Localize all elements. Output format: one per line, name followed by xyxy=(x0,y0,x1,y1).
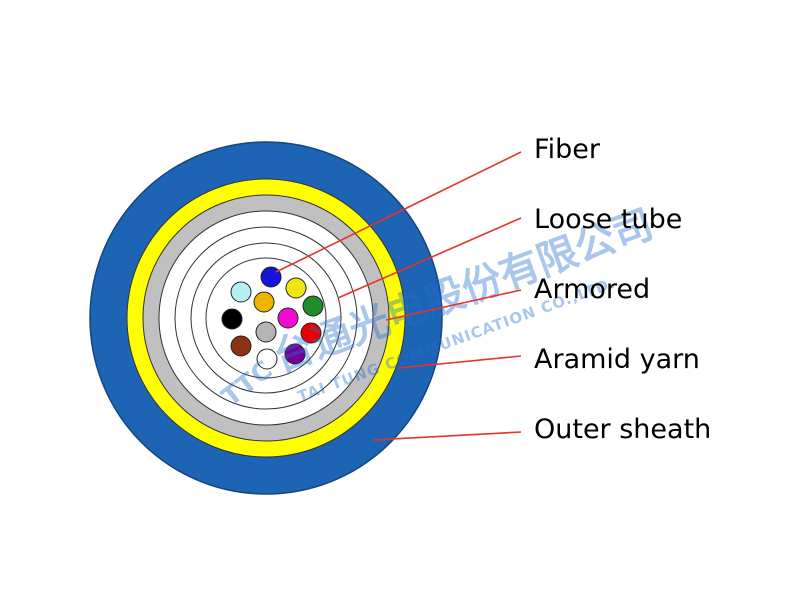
fiber-10 xyxy=(253,291,275,313)
fiber-9 xyxy=(230,281,252,303)
armored-leader-line xyxy=(385,289,522,321)
fiber-3 xyxy=(302,295,324,317)
fiber-leader-line xyxy=(275,151,522,273)
fiber-7 xyxy=(230,335,252,357)
leader-lines xyxy=(275,151,522,441)
armored-label: Armored xyxy=(534,274,650,305)
fiber-5 xyxy=(284,343,306,365)
labels: Fiber Loose tube Armored Aramid yarn Out… xyxy=(534,134,711,445)
fiber-1 xyxy=(260,266,282,288)
fiber-label: Fiber xyxy=(534,134,601,165)
fiber-11 xyxy=(277,307,299,329)
outer-sheath-label: Outer sheath xyxy=(534,414,711,445)
aramid-yarn-label: Aramid yarn xyxy=(534,344,700,375)
aramid-yarn-leader-line xyxy=(398,355,522,369)
loose-tube-leader-line xyxy=(337,217,522,299)
fiber-6 xyxy=(256,348,278,370)
loose-tube-label: Loose tube xyxy=(534,204,682,235)
fiber-2 xyxy=(285,277,307,299)
fiber-8 xyxy=(221,308,243,330)
outer-sheath-leader-line xyxy=(372,431,522,441)
fiber-12 xyxy=(255,321,277,343)
fiber-4 xyxy=(300,322,322,344)
